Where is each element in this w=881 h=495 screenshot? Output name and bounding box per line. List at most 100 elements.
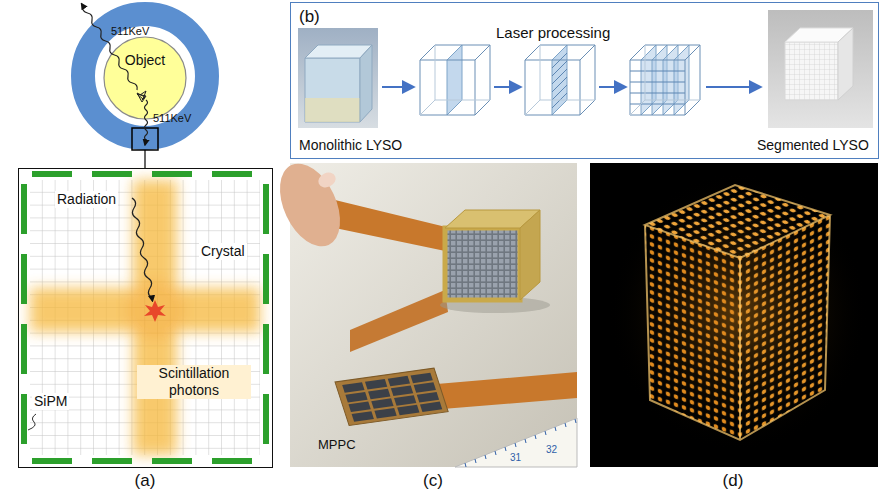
segmented-photo: [768, 10, 873, 128]
detector-photo: [374, 408, 396, 419]
monolithic-photo: [298, 28, 378, 128]
sipm-leader: [28, 414, 36, 430]
interaction-point: [144, 300, 166, 322]
detector-photo: [455, 418, 577, 467]
detector-photo: [371, 398, 393, 409]
monolithic-photo: [305, 98, 360, 122]
sipm-strip: [263, 184, 269, 444]
detector-photo: [316, 170, 338, 190]
circle-outline: [103, 36, 187, 120]
radiation-label: Radiation: [55, 191, 118, 208]
detector-photo: [335, 368, 448, 425]
wireframe-cube: [525, 45, 595, 115]
detector-photo: [335, 368, 448, 425]
detector-photo: [388, 376, 410, 387]
crystal-grid: [30, 180, 260, 455]
object-circle: Object: [103, 36, 187, 120]
sipm-strip: [21, 184, 27, 444]
detector-photo: [342, 382, 364, 393]
sipm-label: SiPM: [32, 393, 69, 410]
detector-photo: [345, 392, 367, 403]
detector-photo: [465, 419, 576, 467]
detector-photo: [414, 382, 436, 393]
interaction-point: [144, 300, 166, 322]
energy-label: 511KeV: [153, 112, 191, 125]
sipm-strip: [32, 458, 252, 464]
scintillation-glow: [125, 280, 185, 340]
detector-photo: [348, 402, 370, 413]
monolithic-photo: [305, 58, 360, 122]
detector-photo: [391, 385, 413, 396]
zoom-marker: [132, 128, 158, 150]
detector-photo: [350, 290, 448, 352]
detector-detail-box: RadiationCrystalSiPM Scintillation photon…: [18, 168, 273, 468]
wireframe-cube: [552, 45, 567, 115]
segmented-photo: [768, 10, 873, 128]
image-caption: Segmented LYSO: [757, 137, 869, 154]
detector-photo: [268, 154, 352, 256]
detector-photo: [394, 395, 416, 406]
reconstructed-image: [590, 163, 878, 467]
radiation-path: [132, 198, 153, 301]
zoom-marker: [132, 128, 158, 168]
process-arrow: [706, 86, 760, 88]
energy-label: 511KeV: [111, 25, 149, 38]
segmented-photo: [785, 42, 838, 100]
detector-ring: [83, 14, 207, 138]
monolithic-photo: [360, 45, 372, 122]
scintillation-glow: [30, 180, 260, 455]
panel-letter: (b): [299, 7, 320, 27]
detector-photo: [417, 392, 439, 403]
reconstructed-image: [645, 185, 830, 258]
ruler-number: 32: [546, 444, 557, 456]
wireframe-cube: [630, 71, 685, 104]
detector-photo: [365, 379, 387, 390]
crystal-grid: [30, 180, 260, 455]
wireframe-cube: [420, 45, 700, 115]
sipm-strip: [24, 174, 266, 461]
object-label: Object: [125, 52, 165, 69]
reconstructed-image: [645, 185, 830, 440]
reconstructed-image: [590, 163, 878, 467]
wireframe-cube: [630, 45, 700, 115]
detector-ring: [83, 14, 207, 138]
photon-label: Scintillation photons: [137, 365, 251, 399]
reconstructed-image: [608, 172, 868, 452]
detector-photo: [268, 154, 577, 467]
detector-photo: [342, 373, 442, 422]
radiation-path: [132, 198, 153, 301]
process-arrow: [382, 86, 760, 88]
process-arrow: [599, 86, 625, 88]
process-arrow: [494, 86, 520, 88]
sipm-leader: [28, 414, 36, 430]
laser-processing-panel: (b) Laser processingMonolithic LYSO Segmen…: [290, 2, 879, 159]
detector-photo: [411, 373, 433, 384]
crystal-label: Crystal: [199, 243, 247, 260]
process-arrow: [382, 86, 413, 88]
wireframe-cube: [420, 45, 490, 115]
ruler-number: 31: [510, 452, 521, 464]
detector-photo: [397, 405, 419, 416]
detector-photo: [445, 228, 520, 300]
detector-photo: [335, 200, 450, 252]
circle-outline: [104, 37, 186, 119]
wireframe-cube: [420, 45, 490, 115]
monolithic-photo: [298, 28, 378, 128]
detector-photo: [368, 389, 390, 400]
wireframe-cube: [630, 45, 700, 115]
process-title: Laser processing: [496, 24, 610, 42]
part-label: MPPC: [318, 437, 356, 453]
panel-letter: (d): [723, 471, 744, 491]
panel-letter: (a): [135, 471, 156, 491]
wireframe-cube: [525, 45, 595, 115]
wireframe-cube: [447, 45, 462, 115]
detector-photo: [425, 372, 577, 410]
reconstructed-image: [645, 225, 740, 440]
segmented-photo: [838, 28, 853, 100]
detector-photo: [520, 210, 540, 300]
sipm-strip: [32, 171, 252, 177]
image-caption: Monolithic LYSO: [299, 137, 402, 154]
detector-photo: [352, 411, 374, 422]
panel-letter: (c): [423, 471, 443, 491]
detector-photo: [420, 402, 442, 413]
